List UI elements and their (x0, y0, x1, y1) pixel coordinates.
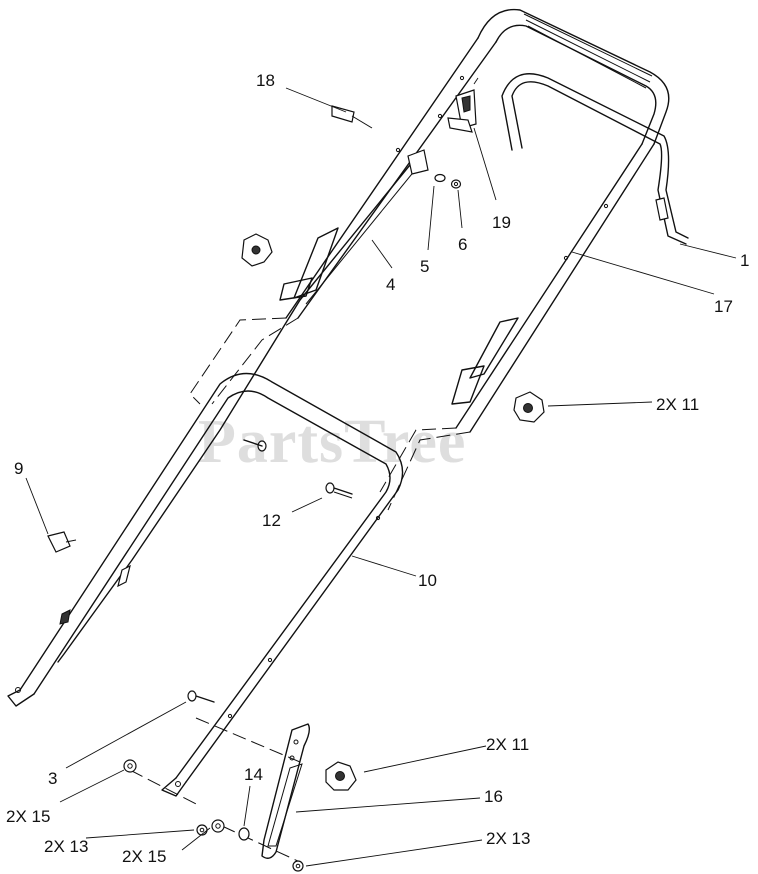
height-bracket (261, 723, 311, 859)
knob-upper-left (241, 233, 273, 267)
callout-9: 9 (14, 459, 23, 478)
callout-15-right: 2X 15 (122, 847, 166, 866)
bolt-3 (187, 690, 215, 703)
watermark-text: PartsTree (198, 408, 466, 476)
knob-lower (325, 761, 357, 791)
handle-clip (47, 531, 77, 553)
callout-14: 14 (244, 765, 263, 784)
callout-19: 19 (492, 213, 511, 232)
callout-17: 17 (714, 297, 733, 316)
callout-6: 6 (458, 235, 467, 254)
cable-tie (331, 105, 373, 129)
callout-18: 18 (256, 71, 275, 90)
lower-washer-left (123, 759, 137, 773)
washer (434, 173, 446, 183)
cable-bracket (447, 77, 479, 133)
carriage-bolt-upper (243, 439, 267, 452)
cable-anchor (407, 149, 429, 175)
carriage-bolt-12 (325, 482, 353, 499)
lower-nut-right (292, 860, 304, 872)
lower-washer-right (211, 819, 225, 833)
lower-nut-left (196, 824, 208, 836)
lock-nut (450, 179, 462, 189)
lower-handle (7, 372, 404, 797)
callout-3: 3 (48, 769, 57, 788)
upper-handle (279, 8, 670, 433)
callout-11-lower: 2X 11 (486, 735, 529, 754)
callout-16: 16 (484, 787, 503, 806)
spacer (238, 827, 250, 841)
callout-12: 12 (262, 511, 281, 530)
callout-5: 5 (420, 257, 429, 276)
callout-10: 10 (418, 571, 437, 590)
control-cable (57, 159, 421, 663)
callout-4: 4 (386, 275, 395, 294)
bail-lever (501, 73, 689, 245)
callout-13-right: 2X 13 (486, 829, 530, 848)
callout-11-right: 2X 11 (656, 395, 699, 414)
knob-upper-right (513, 391, 545, 423)
callout-1: 1 (740, 251, 749, 270)
callout-13-left: 2X 13 (44, 837, 88, 856)
callout-15-left: 2X 15 (6, 807, 50, 826)
